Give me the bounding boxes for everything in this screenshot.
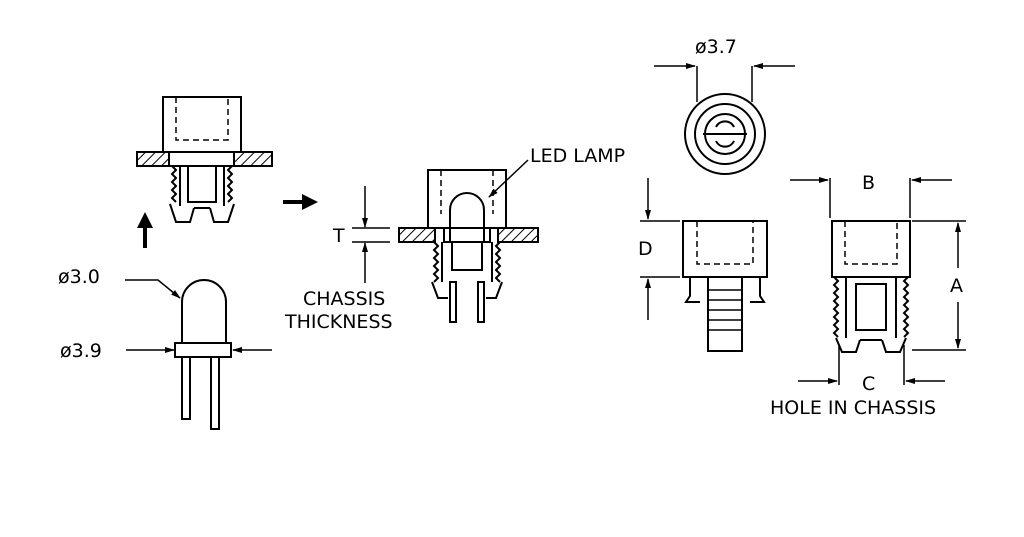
dim-b: B: [790, 172, 952, 218]
led-lamp-part: [174, 279, 232, 430]
dim-c-hole: C HOLE IN CHASSIS: [770, 345, 945, 419]
spacer-top-view: [684, 93, 766, 175]
label-a: A: [950, 275, 963, 297]
label-d: D: [638, 238, 653, 260]
insert-up-arrow: [137, 212, 153, 248]
label-t: T: [332, 225, 345, 247]
label-led-lamp-callout: LED LAMP: [488, 145, 625, 198]
dim-d37: ø3.7: [654, 36, 795, 102]
dim-d30: ø3.0: [58, 266, 181, 299]
label-d30: ø3.0: [58, 266, 100, 288]
left-spacer-assembly: [136, 96, 273, 223]
spacer-section-view: [831, 220, 911, 353]
label-d37: ø3.7: [695, 36, 737, 58]
label-thickness: THICKNESS: [284, 311, 393, 333]
dim-t-chassis-thickness: T CHASSIS THICKNESS: [284, 186, 393, 333]
dim-a: A: [912, 220, 966, 351]
label-c: C: [862, 373, 875, 395]
dim-d: D: [638, 178, 680, 320]
label-led-lamp: LED LAMP: [530, 145, 625, 167]
dim-d39: ø3.9: [60, 340, 272, 362]
middle-spacer-with-led: [398, 169, 539, 323]
label-d39: ø3.9: [60, 340, 102, 362]
label-chassis: CHASSIS: [303, 288, 385, 310]
label-hole-in-chassis: HOLE IN CHASSIS: [770, 397, 936, 419]
label-b: B: [862, 172, 875, 194]
assembly-right-arrow: [283, 194, 318, 210]
spacer-side-view: [682, 220, 768, 352]
